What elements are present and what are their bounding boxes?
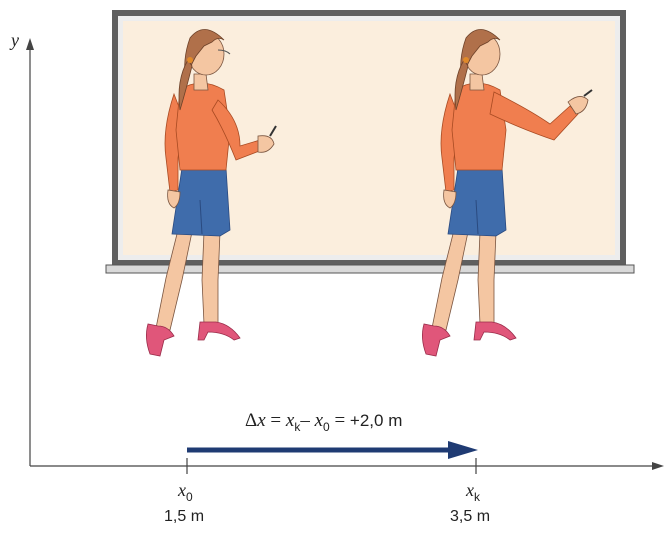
displacement-equation: Δx = xk– x0 = +2,0 m [245, 410, 402, 432]
eq-sign-1: = [270, 410, 281, 431]
y-axis-arrowhead [26, 38, 34, 50]
eq-result: +2,0 m [350, 411, 402, 430]
x0-symbol: x0 [178, 480, 193, 501]
eq-sign-2: = [334, 410, 345, 431]
x-axis-arrowhead [652, 462, 664, 470]
x0-value: 1,5 m [164, 508, 204, 526]
y-axis-label: y [11, 30, 19, 51]
eq-minus: – [300, 410, 310, 431]
eq-k-sub: k [294, 420, 300, 434]
xk-value: 3,5 m [450, 508, 490, 526]
eq-x0: x [315, 410, 323, 431]
delta-symbol: Δ [245, 410, 257, 431]
xk-symbol: xk [466, 480, 480, 501]
eq-x: x [257, 410, 265, 431]
eq-zero-sub: 0 [323, 420, 330, 434]
displacement-arrowhead [448, 441, 478, 459]
